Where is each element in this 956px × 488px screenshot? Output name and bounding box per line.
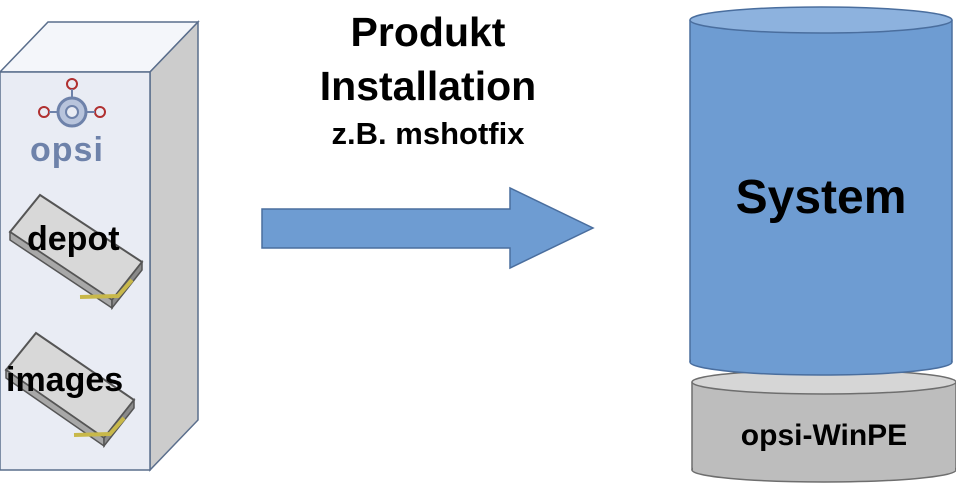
winpe-cylinder [691, 369, 956, 483]
hard-disk-icon [4, 331, 136, 449]
server-side-face [149, 20, 199, 472]
title-line-2: Installation [319, 63, 537, 109]
disk-label-depot: depot [27, 220, 120, 258]
opsi-logo-icon [38, 78, 106, 128]
system-cylinder [689, 6, 953, 376]
title-line-1: Produkt [350, 9, 506, 55]
system-label: System [735, 171, 907, 224]
hard-disk-icon [8, 193, 144, 311]
title-line-3: z.B. mshotfix [331, 116, 525, 151]
install-arrow [261, 186, 595, 270]
opsi-logo-text: opsi [30, 131, 104, 169]
winpe-label: opsi-WinPE [740, 419, 908, 452]
disk-label-images: images [6, 361, 124, 399]
